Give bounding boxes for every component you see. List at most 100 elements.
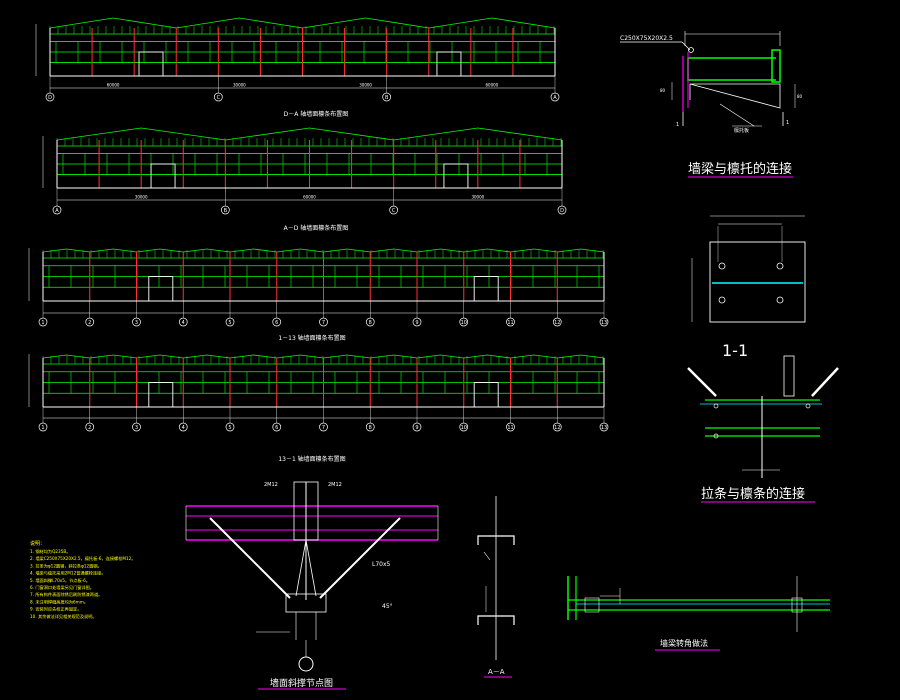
door-opening: [473, 276, 499, 302]
detail-section-aa: A－A: [477, 496, 515, 678]
axis-label: B: [385, 95, 389, 101]
axis-label: 12: [554, 425, 560, 431]
door-opening: [436, 51, 462, 77]
axis-label: 5: [228, 320, 231, 326]
roof-chord: [42, 248, 605, 253]
span-dimension-label: 60000: [486, 83, 499, 88]
detail-plate-11: 1-1: [691, 215, 806, 360]
span-dimension-label: 60000: [107, 83, 120, 88]
axis-bubble: [178, 422, 188, 432]
axis-bubble: [506, 422, 515, 432]
callout-purlin-spec: C250X75X20X2.5: [620, 35, 673, 42]
axis-label: 11: [507, 320, 513, 326]
axis-label: A: [55, 208, 59, 214]
axis-bubble: [225, 317, 235, 327]
axis-bubble: [319, 317, 328, 327]
axis-label: 11: [507, 425, 513, 431]
notes-line: 8. 未注明焊缝高度均为6mm。: [30, 598, 88, 605]
axis-bubble: [557, 205, 567, 215]
section-aa-title: A－A: [488, 668, 505, 676]
axis-bubble: [599, 422, 609, 432]
axis-label: 12: [554, 320, 560, 326]
axis-bubble: [412, 317, 422, 327]
axis-bubble: [319, 422, 328, 432]
axis-label: 3: [135, 425, 138, 431]
door-opening: [138, 51, 164, 77]
axis-bubble: [552, 317, 562, 327]
axis-label: C: [392, 208, 396, 214]
axis-bubble: [132, 317, 141, 327]
axis-label: 10: [461, 425, 467, 431]
elevation-ad-title: A－D 轴墙面檩条布置图: [284, 224, 349, 232]
door-opening: [148, 276, 174, 302]
detail-wallbeam-title: 墙梁与檩托的连接: [688, 161, 792, 177]
axis-label: 9: [415, 320, 418, 326]
elevation-1-13-title: 1－13 轴墙面檩条布置图: [278, 334, 345, 342]
elevation-da-title: D－A 轴墙面檩条布置图: [284, 110, 349, 118]
detail-wallbeam-purlin: C250X75X20X2.5 80 80 1 1 檩托板 墙梁与檩托的连接: [620, 31, 803, 178]
roof-chord: [42, 354, 605, 359]
notes-line: 1. 钢材均为Q235B。: [30, 548, 70, 555]
axis-label: 5: [228, 425, 231, 431]
axis-label: 13: [601, 320, 607, 326]
axis-label: 13: [601, 425, 607, 431]
axis-bubble: [178, 317, 188, 327]
axis-bubble: [459, 422, 469, 432]
notes-block: 说明： 1. 钢材均为Q235B。2. 墙梁C250X75X20X2.5，檩托板…: [30, 540, 136, 620]
notes-line: 5. 墙面斜撑L70x5，节点板-6。: [30, 577, 90, 584]
axis-bubble: [85, 317, 95, 327]
notes-line: 4. 墙梁与檩托采用2M12普通螺栓连接。: [30, 570, 106, 577]
axis-label: 9: [415, 425, 418, 431]
elevation-13-1-title: 13－1 轴墙面檩条布置图: [278, 455, 345, 463]
span-dimension-label: 60000: [303, 195, 316, 200]
axis-bubble: [85, 422, 95, 432]
axis-bubble: [132, 422, 141, 432]
door-opening: [148, 382, 174, 408]
roof-chord: [56, 127, 563, 141]
axis-label: 2: [88, 425, 91, 431]
detail-node-title: 墙面斜撑节点图: [270, 677, 333, 689]
axis-bubble: [272, 422, 282, 432]
axis-label: 8: [369, 320, 372, 326]
axis-bubble: [599, 317, 609, 327]
span-dimension-label: 30000: [359, 83, 372, 88]
axis-label: D: [560, 208, 564, 214]
axis-label: C: [217, 95, 221, 101]
door-opening: [150, 163, 176, 189]
notes-line: 10. 其余做法详见相关规范及说明。: [30, 613, 97, 620]
axis-bubble: [552, 422, 562, 432]
axis-label: 8: [369, 425, 372, 431]
axis-label: 7: [322, 320, 325, 326]
axis-bubble: [389, 205, 399, 215]
roof-chord: [49, 17, 556, 29]
angle-degree-label: 45°: [382, 603, 393, 610]
axis-label: B: [224, 208, 228, 214]
axis-bubble: [506, 317, 515, 327]
axis-label: 4: [182, 320, 185, 326]
axis-bubble: [459, 317, 469, 327]
section-mark-1b: 1: [786, 120, 789, 126]
door-opening: [443, 163, 469, 189]
detail-node: 2M12 2M12 L70x5 45° 墙面斜撑节点图: [185, 481, 439, 690]
door-opening: [473, 382, 499, 408]
notes-line: 2. 墙梁C250X75X20X2.5，檩托板-6，连接螺栓M12。: [30, 555, 136, 562]
notes-line: 7. 所有构件表面除锈后刷防锈漆两道。: [30, 591, 102, 598]
bolt-label-right: 2M12: [328, 482, 342, 488]
axis-bubble: [365, 422, 375, 432]
axis-bubble: [52, 205, 62, 215]
bolt-label-left: 2M12: [264, 482, 278, 488]
detail-cornice-title: 墙梁转角做法: [660, 638, 708, 648]
axis-label: D: [48, 95, 52, 101]
axis-label: 2: [88, 320, 91, 326]
axis-label: 6: [275, 425, 278, 431]
axis-label: 1: [41, 425, 44, 431]
angle-size-label: L70x5: [372, 561, 391, 568]
axis-bubble: [38, 422, 48, 432]
